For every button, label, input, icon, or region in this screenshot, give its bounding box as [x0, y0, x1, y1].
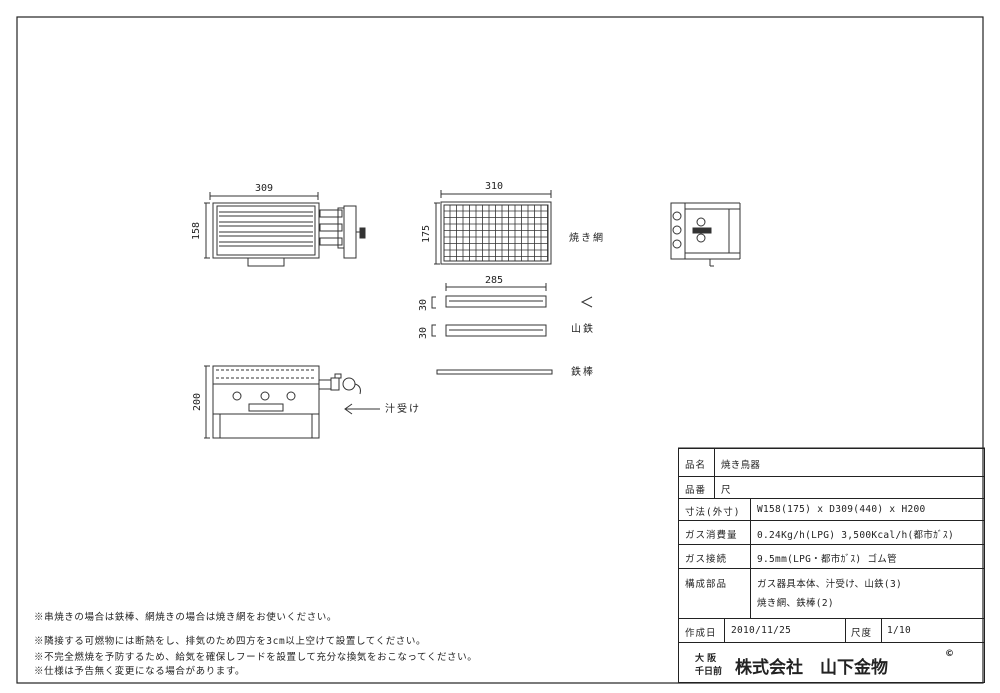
drip-tray-label: 汁受け — [385, 404, 421, 415]
tb-company-area: 大 阪 千日前 株式会社 山下金物 © — [679, 643, 984, 683]
tb-conn-key: ガス接続 — [679, 545, 751, 568]
bar-length-label: 285 — [485, 275, 504, 286]
tb-parts-val-2: 焼き網、鉄棒(2) — [757, 598, 834, 609]
grill-net — [434, 190, 552, 265]
tb-registered-mark: © — [945, 649, 954, 659]
sheet-border — [16, 16, 984, 684]
tb-city-bottom: 千日前 — [695, 667, 723, 677]
tb-name-key: 品名 — [679, 449, 715, 476]
title-block: 品名 焼き鳥器 品番 尺 寸法(外寸) W158(175) x D309(440… — [678, 448, 985, 683]
tb-gas-key: ガス消費量 — [679, 521, 751, 544]
tb-gas-val: 0.24Kg/h(LPG) 3,500Kcal/h(都市ｶﾞｽ) — [757, 530, 954, 541]
net-name-label: 焼き網 — [569, 233, 605, 244]
tb-conn-val: 9.5mm(LPG・都市ｶﾞｽ) ゴム管 — [757, 554, 897, 565]
top-width-label: 309 — [255, 183, 274, 194]
top-view — [204, 192, 366, 267]
tb-scale-key: 尺度 — [851, 628, 873, 639]
side-view — [670, 202, 741, 267]
tb-dims-key: 寸法(外寸) — [679, 499, 751, 520]
tb-dims-val: W158(175) x D309(440) x H200 — [757, 504, 926, 515]
note-2: ※隣接する可燃物には断熱をし、排気のため四方を3cm以上空けて設置してください。 — [34, 636, 427, 647]
net-depth-label: 175 — [421, 224, 432, 243]
tb-date-val: 2010/11/25 — [731, 625, 792, 636]
tb-row-gas: ガス消費量 0.24Kg/h(LPG) 3,500Kcal/h(都市ｶﾞｽ) — [679, 521, 984, 545]
note-3: ※不完全燃焼を予防するため、給気を確保しフードを設置して充分な換気をおこなってく… — [34, 652, 478, 663]
tb-parts-key: 構成部品 — [679, 569, 751, 618]
tb-row-date: 作成日 2010/11/25 尺度 1/10 — [679, 619, 984, 643]
tb-row-name: 品名 焼き鳥器 — [679, 449, 984, 477]
top-depth-label: 158 — [191, 221, 202, 240]
rail-name-label: 山鉄 — [571, 324, 595, 335]
rail-height-label-2: 30 — [418, 326, 429, 339]
rail-height-label-1: 30 — [418, 298, 429, 311]
tb-city-top: 大 阪 — [695, 654, 717, 664]
tb-name-val: 焼き鳥器 — [721, 460, 761, 471]
tb-parts-val-1: ガス器具本体、汁受け、山鉄(3) — [757, 579, 902, 590]
tb-row-dims: 寸法(外寸) W158(175) x D309(440) x H200 — [679, 499, 984, 521]
net-width-label: 310 — [485, 181, 504, 192]
tb-number-key: 品番 — [679, 477, 715, 498]
tb-scale-val: 1/10 — [887, 625, 912, 636]
tb-row-parts: 構成部品 ガス器具本体、汁受け、山鉄(3) 焼き網、鉄棒(2) — [679, 569, 984, 619]
rails — [431, 283, 593, 375]
rod-name-label: 鉄棒 — [571, 367, 595, 378]
note-1: ※串焼きの場合は鉄棒、網焼きの場合は焼き網をお使いください。 — [34, 612, 338, 623]
net-grid-lines — [444, 205, 548, 261]
front-view — [204, 365, 380, 439]
tb-date-key: 作成日 — [679, 619, 725, 642]
tb-number-val: 尺 — [721, 485, 731, 496]
tb-row-number: 品番 尺 — [679, 477, 984, 499]
note-4: ※仕様は予告無く変更になる場合があります。 — [34, 666, 246, 677]
tb-company: 株式会社 山下金物 — [735, 658, 888, 678]
front-height-label: 200 — [192, 392, 203, 411]
tb-row-conn: ガス接続 9.5mm(LPG・都市ｶﾞｽ) ゴム管 — [679, 545, 984, 569]
